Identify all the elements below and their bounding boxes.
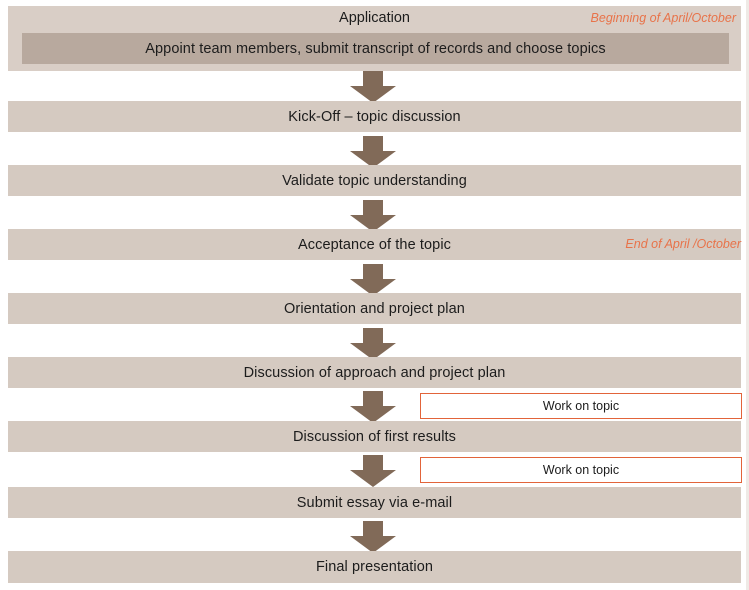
arrow-shaft [363,71,383,87]
arrow-head-icon [350,406,396,423]
arrow-shaft [363,455,383,471]
step-discussion-of-first-results: Discussion of first results [8,421,741,452]
arrow-shaft [363,200,383,216]
arrow-shaft [363,136,383,152]
step-label: Discussion of first results [292,428,457,445]
step-label: Validate topic understanding [282,172,467,189]
application-deadline-note: Beginning of April/October [590,11,736,25]
flow-arrow-5 [350,328,396,360]
application-tasks-label: Appoint team members, submit transcript … [145,40,606,57]
callout-work-on-topic-2: Work on topic [420,457,742,483]
step-final-presentation: Final presentation [8,551,741,583]
step-kick-off: Kick-Off – topic discussion [8,101,741,132]
arrow-shaft [363,521,383,537]
flow-arrow-1 [350,71,396,103]
step-label: Kick-Off – topic discussion [288,108,461,125]
arrow-head-icon [350,343,396,360]
flow-arrow-7 [350,455,396,487]
step-orientation-and-project-plan: Orientation and project plan [8,293,741,324]
arrow-head-icon [350,470,396,487]
arrow-head-icon [350,151,396,168]
flow-arrow-4 [350,264,396,296]
step-label: Submit essay via e-mail [296,494,453,511]
arrow-head-icon [350,86,396,103]
arrow-shaft [363,328,383,344]
step-label: Orientation and project plan [284,300,465,317]
step-label: Final presentation [315,559,434,575]
acceptance-deadline-note: End of April /October [625,237,741,251]
application-tasks-bar: Appoint team members, submit transcript … [22,33,729,64]
arrow-shaft [363,264,383,280]
flow-arrow-8 [350,521,396,553]
step-discussion-of-approach-and-project-plan: Discussion of approach and project plan [8,357,741,388]
flow-arrow-3 [350,200,396,232]
callout-label: Work on topic [542,399,620,413]
callout-work-on-topic-1: Work on topic [420,393,742,419]
arrow-head-icon [350,215,396,232]
application-header-group: Application Beginning of April/October A… [8,6,741,71]
arrow-shaft [363,391,383,407]
step-label: Discussion of approach and project plan [243,364,506,381]
flow-arrow-2 [350,136,396,168]
arrow-head-icon [350,279,396,296]
arrow-head-icon [350,536,396,553]
page-title: Application [339,10,410,26]
callout-label: Work on topic [542,463,620,477]
step-validate-topic-understanding: Validate topic understanding [8,165,741,196]
step-label: Acceptance of the topic [297,236,452,253]
flow-arrow-6 [350,391,396,423]
step-acceptance-of-the-topic: Acceptance of the topic [8,229,741,260]
step-submit-essay-via-email: Submit essay via e-mail [8,487,741,518]
